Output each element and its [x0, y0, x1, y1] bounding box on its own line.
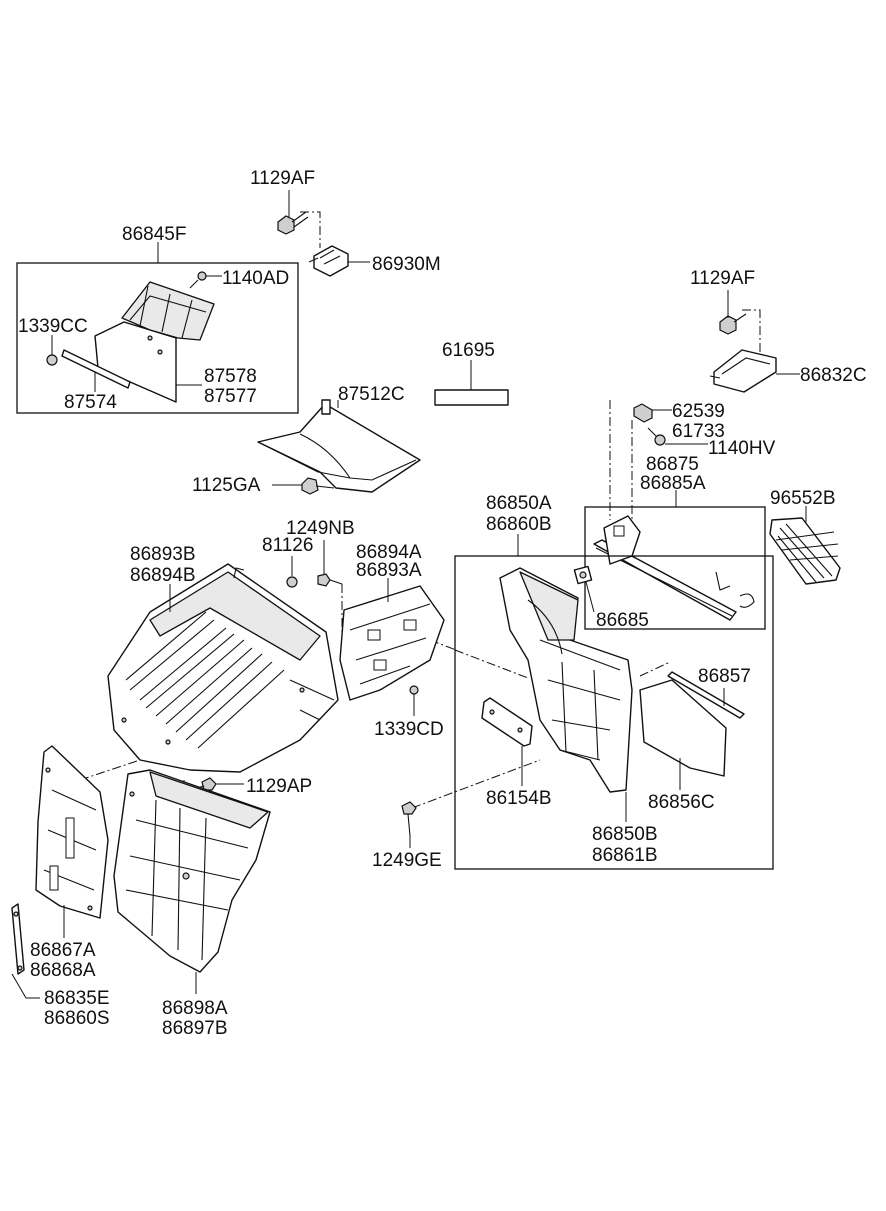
label-1125ga: 1125GA	[192, 475, 261, 496]
label-86685: 86685	[596, 610, 649, 631]
screw-1140ad[interactable]	[189, 271, 207, 289]
mudguard-86850a[interactable]	[499, 567, 633, 793]
label-86867a: 86867A	[30, 940, 96, 961]
bracket-86885a[interactable]	[603, 515, 755, 608]
label-61733: 61733	[672, 421, 725, 442]
bolt-1129af-right[interactable]	[719, 313, 747, 335]
label-86850b: 86850B	[592, 824, 658, 845]
label-62539: 62539	[672, 401, 725, 422]
label-1129af-top: 1129AF	[250, 168, 315, 189]
liner-86894a[interactable]	[339, 585, 445, 701]
label-1339cd: 1339CD	[374, 719, 444, 740]
label-86861b: 86861B	[592, 845, 658, 866]
label-plate-61695[interactable]	[434, 389, 509, 406]
label-87578: 87578	[204, 366, 257, 387]
label-86898a: 86898A	[162, 998, 228, 1019]
label-86885a: 86885A	[640, 473, 706, 494]
label-1249ge: 1249GE	[372, 850, 442, 871]
screw-1249nb[interactable]	[317, 573, 343, 587]
label-86845f: 86845F	[122, 224, 186, 245]
label-86154b: 86154B	[486, 788, 552, 809]
label-86897b: 86897B	[162, 1018, 228, 1039]
bracket-86832c[interactable]	[709, 349, 777, 393]
label-61695: 61695	[442, 340, 495, 361]
guard-assy-87578[interactable]	[94, 281, 215, 403]
label-1339cc: 1339CC	[18, 316, 88, 337]
bolt-1125ga[interactable]	[301, 477, 335, 495]
panel-86867a[interactable]	[35, 745, 109, 919]
label-86857: 86857	[698, 666, 751, 687]
bracket-86154b[interactable]	[481, 697, 533, 747]
bracket-86835e[interactable]	[11, 903, 25, 975]
group-box-86850a	[454, 555, 774, 870]
label-86894a: 86894A	[356, 542, 422, 563]
label-86860s: 86860S	[44, 1008, 110, 1029]
label-86893a: 86893A	[356, 560, 422, 581]
label-1129ap: 1129AP	[246, 776, 312, 797]
label-86856c: 86856C	[648, 792, 715, 813]
label-86868a: 86868A	[30, 960, 96, 981]
flap-86856c[interactable]	[639, 679, 727, 777]
strip-86857[interactable]	[667, 671, 745, 719]
liner-86898a[interactable]	[113, 769, 271, 973]
label-86832c: 86832C	[800, 365, 867, 386]
patch-86685[interactable]	[573, 565, 593, 585]
clip-62539[interactable]	[633, 403, 653, 423]
label-1129af-right: 1129AF	[690, 268, 755, 289]
grille-96552b[interactable]	[769, 517, 841, 585]
label-86835e: 86835E	[44, 988, 110, 1009]
strip-87574[interactable]	[61, 349, 131, 389]
screw-1249ge[interactable]	[401, 801, 417, 837]
label-1249nb: 1249NB	[286, 518, 355, 539]
label-86860b: 86860B	[486, 514, 552, 535]
label-86893b: 86893B	[130, 544, 196, 565]
tray-87512c[interactable]	[257, 399, 421, 493]
label-96552b: 96552B	[770, 488, 836, 509]
nut-1339cc[interactable]	[46, 354, 58, 366]
label-87512c: 87512C	[338, 384, 405, 405]
nut-1339cd[interactable]	[409, 685, 419, 695]
label-87574: 87574	[64, 392, 117, 413]
label-1140hv: 1140HV	[708, 438, 776, 459]
bolt-1129af-top[interactable]	[277, 211, 309, 235]
label-86930m: 86930M	[372, 254, 441, 275]
liner-86893b[interactable]	[107, 563, 339, 773]
label-1140ad: 1140AD	[222, 268, 289, 289]
label-86850a: 86850A	[486, 493, 552, 514]
label-81126: 81126	[262, 535, 313, 556]
label-86875: 86875	[646, 454, 699, 475]
plug-81126[interactable]	[286, 576, 298, 588]
bracket-86930m[interactable]	[308, 245, 349, 277]
label-87577: 87577	[204, 386, 257, 407]
screw-1140hv[interactable]	[647, 427, 666, 446]
label-86894b: 86894B	[130, 565, 196, 586]
